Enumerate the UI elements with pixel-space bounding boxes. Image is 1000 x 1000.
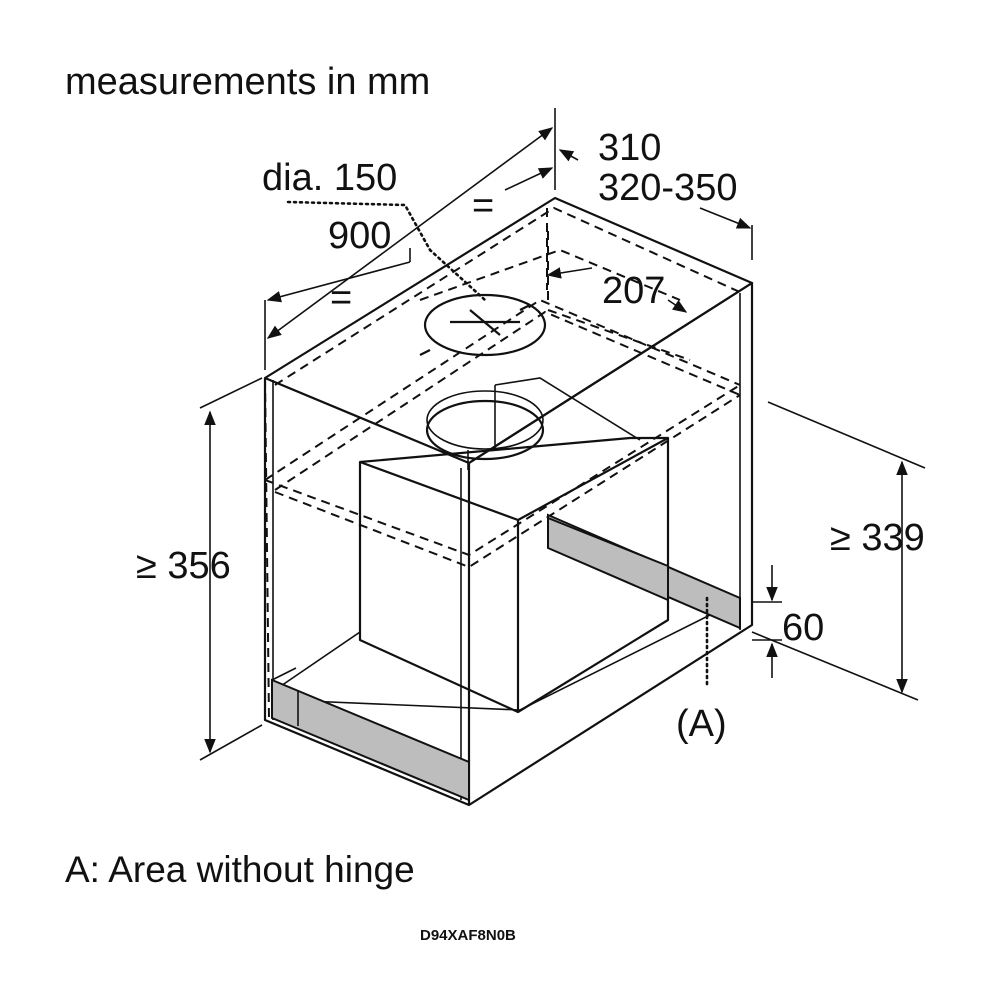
- depth-label: 310: [598, 127, 661, 169]
- depth-range-label: 320-350: [598, 167, 737, 209]
- dimension-diameter: [286, 200, 487, 302]
- area-marker-label: (A): [676, 703, 727, 745]
- duct-offset-label: 207: [602, 270, 665, 312]
- area-without-hinge-strips: [271, 513, 741, 802]
- cabinet-outline: [263, 196, 754, 807]
- lower-duct-ring: [425, 399, 545, 461]
- hood-body: [358, 377, 670, 714]
- diameter-label: dia. 150: [262, 157, 397, 199]
- front-grey-strip: [271, 678, 470, 802]
- dimension-width: [264, 108, 556, 370]
- strip-height-label: 60: [782, 607, 824, 649]
- width-half-top-label: =: [472, 185, 494, 227]
- height-front-label: ≥ 356: [136, 545, 231, 587]
- model-number: D94XAF8N0B: [420, 927, 516, 944]
- height-back-label: ≥ 339: [830, 517, 925, 559]
- legend-text: A: Area without hinge: [65, 849, 415, 890]
- dimension-height-back: [751, 401, 926, 701]
- dimension-duct-offset: [546, 267, 688, 313]
- width-label: 900: [328, 215, 391, 257]
- duct-rings: [419, 293, 547, 461]
- dimension-strip-height: [752, 565, 782, 678]
- dimension-depth: [558, 149, 753, 260]
- width-half-left-label: =: [330, 277, 352, 319]
- page-title: measurements in mm: [65, 61, 430, 103]
- dimension-height-front: [199, 377, 263, 761]
